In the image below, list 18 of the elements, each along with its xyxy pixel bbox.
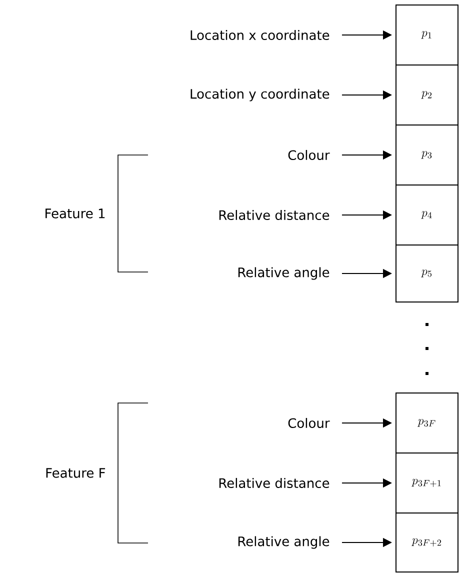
row-label: Relative angle: [238, 536, 330, 549]
row-label: Location y coordinate: [190, 88, 330, 102]
parameter-cell: $p_{3}$: [396, 124, 458, 186]
group-label: Feature F: [46, 468, 106, 478]
row-label: Relative distance: [219, 478, 330, 488]
parameter-cell: $p_{5}$: [396, 244, 458, 302]
row-label: Location x coordinate: [190, 30, 330, 40]
parameter-cell: $p_{3F}$: [396, 392, 458, 454]
parameter-cell: $p_{3F+1}$: [396, 452, 458, 514]
row-label: Relative distance: [219, 210, 330, 220]
parameter-cell: $p_{2}$: [396, 64, 458, 126]
row-label: Colour: [288, 418, 330, 428]
parameter-cell: $p_{3F+2}$: [396, 512, 458, 572]
row-label: Relative angle: [238, 267, 330, 280]
row-label: Colour: [288, 150, 330, 160]
parameter-cell: $p_{1}$: [396, 4, 458, 66]
group-label: Feature 1: [46, 208, 105, 218]
parameter-cell: $p_{4}$: [396, 184, 458, 246]
